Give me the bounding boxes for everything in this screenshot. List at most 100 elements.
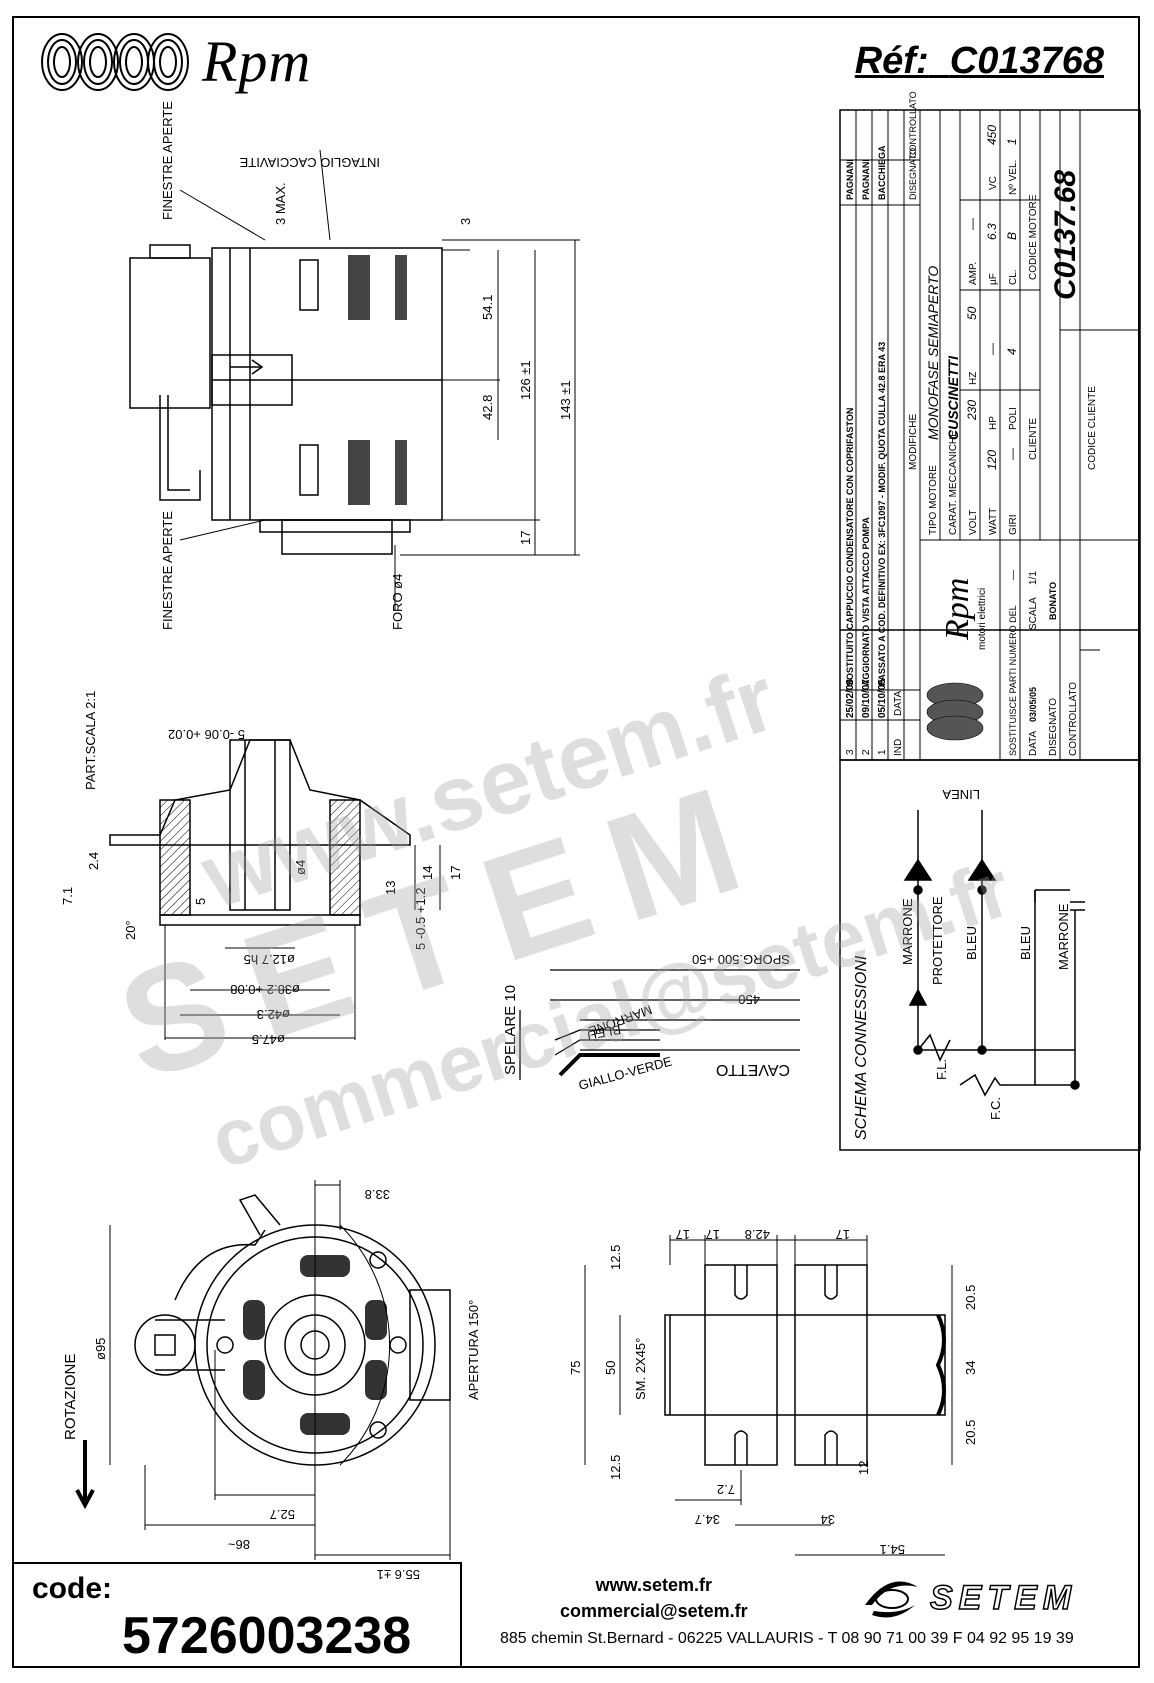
rev-header-modifiche: MODIFICHE (908, 414, 919, 470)
rev-by-2: PAGNANI (861, 159, 871, 200)
rev-by-3: PAGNANI (845, 159, 855, 200)
schematic-labels: SCHEMA CONNESSIONI LINEA MARRONE PROTETT… (853, 787, 1071, 1140)
disegnato-label: DISEGNATO (1048, 698, 1059, 756)
label-d4: ø4 (293, 860, 308, 875)
label-450: 450 (738, 992, 760, 1007)
controllato-label: CONTROLLATO (1068, 682, 1079, 756)
label-50: 50 (603, 1361, 618, 1375)
label-42-3: ø42.3 (257, 1007, 290, 1022)
nvel-label: Nº VEL. (1008, 160, 1019, 195)
disegnato: BONATO (1048, 582, 1058, 620)
coil-logo-icon (41, 32, 189, 91)
label-34: 34 (963, 1361, 978, 1375)
schema-bleu2: BLEU (1018, 926, 1033, 960)
label-55-6: 55.6 ±1 (377, 1567, 420, 1582)
label-cavetto: CAVETTO (716, 1061, 790, 1078)
code-box: code: 5726003238 (12, 1562, 462, 1668)
label-12-5b: 12.5 (608, 1455, 623, 1480)
label-bleu-cable: BLEU (586, 1022, 622, 1043)
label-sm: SM. 2X45° (633, 1338, 648, 1400)
schema-protettore: PROTETTORE (930, 896, 945, 985)
hz: 50 (965, 306, 979, 320)
schema-title: SCHEMA CONNESSIONI (853, 955, 870, 1140)
scala-label: SCALA (1028, 597, 1039, 630)
brand-name: Rpm (202, 29, 312, 94)
volt-label: VOLT (968, 510, 979, 535)
label-52-7: 52.7 (270, 1507, 295, 1522)
giri: — (1005, 448, 1019, 460)
carat-label: CARAT. MECCANICHE (948, 430, 959, 535)
uf-label: µF (988, 273, 999, 285)
rev-header-data: DATA (893, 690, 904, 716)
side-view-labels: FINESTRE APERTE FINESTRE APERTE INTAGLIO… (160, 101, 573, 630)
shaft-detail-labels: PART.SCALA 2:1 5 -0.06 +0.02 2.4 7.1 20°… (60, 691, 463, 1047)
label-17b: 17 (706, 1227, 720, 1242)
rev-ind-2: 2 (861, 749, 872, 755)
motor-front-view (75, 1180, 451, 1560)
hp-label: HP (988, 416, 999, 430)
label-foro: FORO ø4 (390, 574, 405, 630)
bracket-view (584, 1235, 953, 1556)
tb-coil-logo-icon (926, 682, 984, 741)
watt: 120 (985, 450, 999, 470)
cliente-label: CLIENTE (1028, 417, 1039, 460)
codice-motore: C0137.68 (1049, 170, 1082, 300)
motor-side-view (129, 149, 580, 610)
schema-marrone: MARRONE (900, 898, 915, 965)
contact-info: www.setem.fr commercial@setem.fr (560, 1572, 748, 1624)
nvel: 1 (1005, 138, 1019, 145)
label-33-8: 33.8 (365, 1187, 390, 1202)
label-12-7: ø12.7 h5 (244, 952, 295, 967)
schema-fl: F.L. (934, 1059, 949, 1080)
front-view-labels: ROTAZIONE ø95 33.8 APERTURA 150° 52.7 86… (62, 1187, 481, 1582)
address: 885 chemin St.Bernard - 06225 VALLAURIS … (500, 1630, 1074, 1647)
codice-motore-label: CODICE MOTORE (1028, 194, 1039, 280)
schema-fc: F.C. (988, 1097, 1003, 1120)
label-143: 143 ±1 (558, 380, 573, 420)
schema-marrone2: MARRONE (1056, 903, 1071, 970)
amp: — (965, 218, 979, 230)
title-block (839, 109, 1141, 1151)
carat: CUSCINETTI (945, 355, 961, 440)
label-sporg: SPORG.500 +50 (692, 952, 790, 967)
cl-label: CL. (1008, 269, 1019, 285)
poli-label: POLI (1008, 407, 1019, 430)
uf: 6.3 (985, 223, 999, 240)
label-17b: 17 (448, 866, 463, 880)
hz-label: HZ (968, 372, 979, 385)
data-label: DATA (1028, 730, 1039, 756)
setem-logo: SETEM (860, 1575, 1077, 1621)
label-7-2: 7.2 (717, 1482, 735, 1497)
label-126: 126 ±1 (518, 360, 533, 400)
cable-detail (519, 969, 800, 1080)
label-finestre-bottom: FINESTRE APERTE (160, 511, 175, 630)
vc-label: VC (988, 176, 999, 190)
website-link[interactable]: www.setem.fr (595, 1575, 712, 1595)
rev-desc-1: PASSATO A COD. DEFINITIVO EX: 3FC1097 - … (877, 342, 887, 686)
setem-brand-name: SETEM (929, 1578, 1078, 1618)
amp-label: AMP. (968, 262, 979, 285)
code-value: 5726003238 (122, 1607, 412, 1665)
label-14: 14 (420, 866, 435, 880)
rev-desc-3: SOSTITUITO CAPPUCCIO CONDENSATORE CON CO… (845, 408, 855, 686)
label-intaglio: INTAGLIO CACCIAVITE (239, 155, 380, 170)
label-54-1: 54.1 (480, 295, 495, 320)
wiring-schematic (903, 810, 1085, 1097)
bracket-labels: 12.5 75 50 12.5 SM. 2X45° 17 17 42.8 17 … (568, 1227, 978, 1557)
tipo-motore-label: TIPO MOTORE (928, 465, 939, 535)
label-5-05: 5 -0.5 +1.2 (413, 887, 428, 950)
label-spelare: SPELARE 10 (502, 985, 519, 1075)
label-apertura: APERTURA 150° (466, 1300, 481, 1400)
volt: 230 (965, 400, 979, 421)
swoosh-icon (865, 1581, 918, 1618)
label-17c: 17 (836, 1227, 850, 1242)
vc: 450 (985, 125, 999, 145)
giri-label: GIRI (1008, 514, 1019, 535)
rev-header-disegnato: DISEGNATO (908, 148, 918, 200)
email-link[interactable]: commercial@setem.fr (560, 1601, 748, 1621)
label-34-7: 34.7 (695, 1512, 720, 1527)
label-5-tol: 5 -0.06 +0.02 (168, 727, 245, 742)
watt-label: WATT (988, 508, 999, 535)
rev-data-1: 05/10/05 (877, 679, 888, 718)
